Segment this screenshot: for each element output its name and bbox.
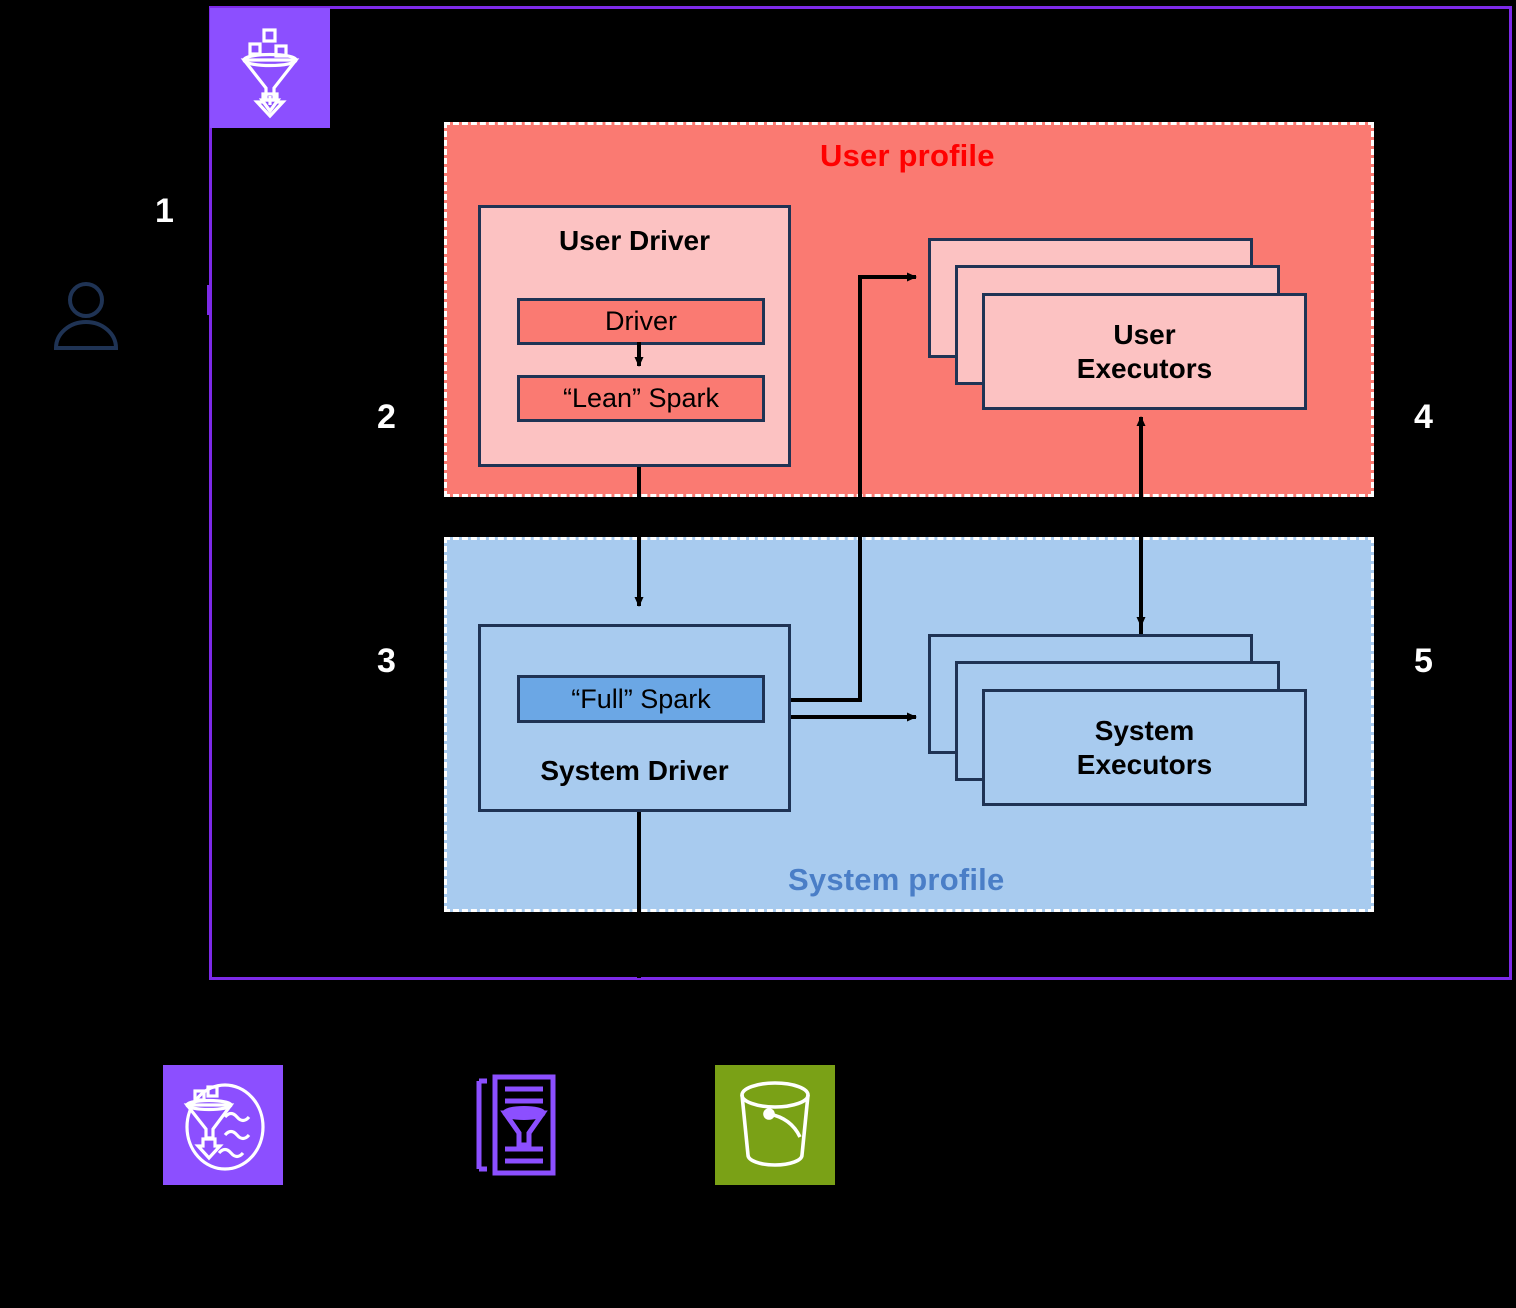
- user-driver-title: User Driver: [559, 225, 710, 256]
- user-profile-label: User profile: [820, 138, 995, 173]
- user-driver-box[interactable]: User Driver Driver “Lean” Spark: [478, 205, 791, 467]
- glue-datalake-icon: [163, 1065, 283, 1185]
- system-executors-line2: Executors: [1076, 748, 1213, 780]
- system-profile-label: System profile: [788, 862, 1005, 897]
- user-executors-line1: User: [1113, 319, 1176, 351]
- full-spark-component[interactable]: “Full” Spark: [517, 675, 765, 723]
- user-person-icon: [48, 278, 124, 354]
- step-number-2: 2: [377, 398, 396, 436]
- step-number-5: 5: [1414, 642, 1433, 680]
- user-executors-line2: Executors: [1076, 352, 1213, 384]
- lean-spark-component[interactable]: “Lean” Spark: [517, 375, 765, 422]
- system-driver-box[interactable]: “Full” Spark System Driver: [478, 624, 791, 812]
- step-number-1: 1: [155, 192, 174, 230]
- glue-funnel-icon: [210, 8, 330, 128]
- glue-data-catalog-icon: [455, 1065, 575, 1185]
- vpc-boundary: [209, 6, 1512, 980]
- s3-bucket-icon: [715, 1065, 835, 1185]
- system-driver-title: System Driver: [540, 755, 729, 786]
- step-number-3: 3: [377, 642, 396, 680]
- driver-component[interactable]: Driver: [517, 298, 765, 345]
- step-number-4: 4: [1414, 398, 1433, 436]
- system-executors-line1: System: [1094, 715, 1195, 747]
